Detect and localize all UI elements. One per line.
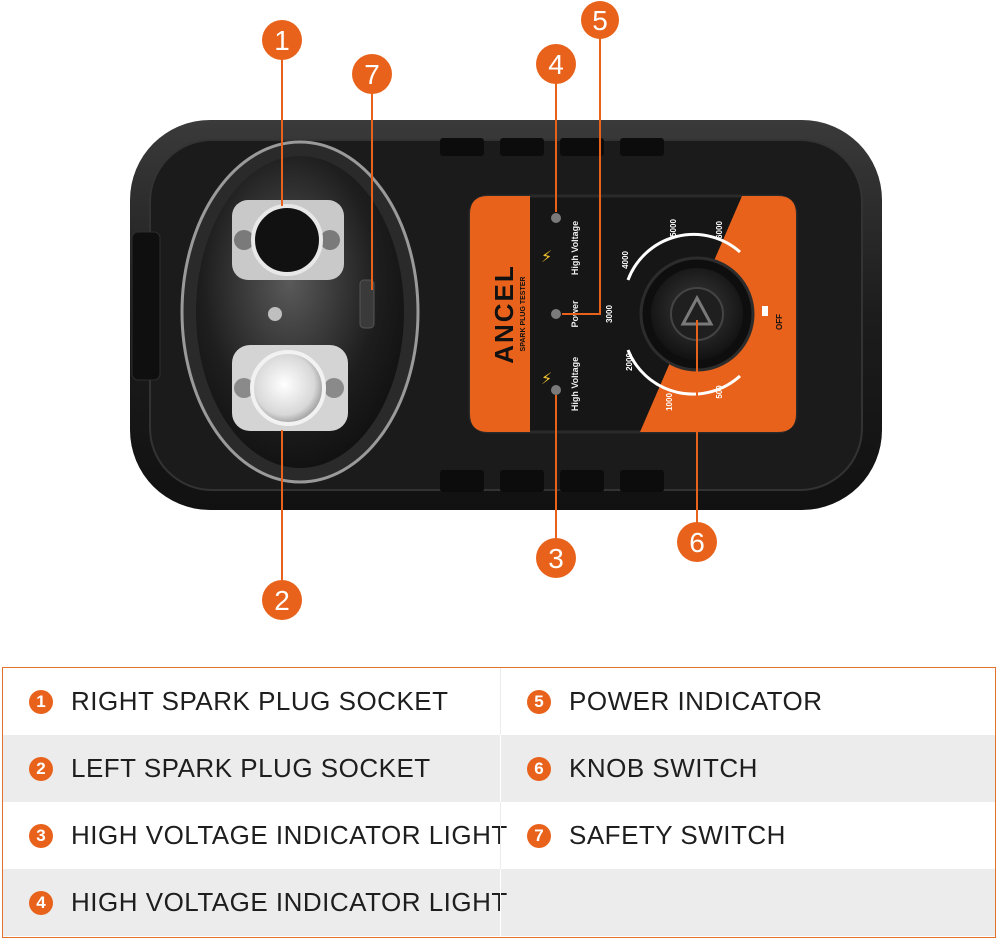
- high-voltage-led-top: [551, 213, 561, 223]
- spark-plug-tester-illustration: ANCEL SPARK PLUG TESTER ⚡ High Voltage P…: [130, 1, 882, 620]
- legend-item-5: 5 POWER INDICATOR: [500, 668, 996, 735]
- callout-number: 2: [274, 585, 290, 616]
- scale-label: 4000: [621, 251, 630, 269]
- safety-switch[interactable]: [359, 279, 375, 329]
- dial-scale-ticks: [626, 232, 742, 396]
- legend-number-badge: 7: [527, 823, 551, 848]
- legend-text: HIGH VOLTAGE INDICATOR LIGHT: [71, 887, 508, 917]
- scale-label: 2000: [625, 353, 634, 371]
- callout-badge-7: [352, 54, 392, 94]
- legend-text: RIGHT SPARK PLUG SOCKET: [71, 686, 449, 716]
- legend-row: 3 HIGH VOLTAGE INDICATOR LIGHT 7 SAFETY …: [3, 802, 995, 869]
- legend-number-badge: 6: [527, 756, 551, 781]
- callout-badge-2: [262, 580, 302, 620]
- callout-number: 3: [548, 543, 564, 574]
- bolt-icon: ⚡: [541, 369, 552, 388]
- side-clip: [131, 231, 161, 381]
- right-spark-plug-socket: [232, 200, 344, 280]
- center-led: [268, 307, 282, 321]
- callout-badge-3: [536, 538, 576, 578]
- legend-text: POWER INDICATOR: [569, 686, 823, 716]
- legend-item-7: 7 SAFETY SWITCH: [500, 802, 996, 869]
- callout-badge-4: [536, 44, 576, 84]
- callout-badge-1: [262, 20, 302, 60]
- bolt-icon: ⚡: [541, 247, 552, 266]
- callout-number: 7: [364, 59, 380, 90]
- legend-item-4: 4 HIGH VOLTAGE INDICATOR LIGHT: [3, 869, 507, 936]
- bottom-vents: [440, 470, 664, 492]
- callout-number: 4: [548, 49, 564, 80]
- off-marker: [762, 306, 768, 316]
- callout-badge-5: [581, 1, 619, 39]
- legend-item-1: 1 RIGHT SPARK PLUG SOCKET: [3, 668, 499, 735]
- legend-number-badge: 2: [29, 756, 53, 781]
- legend-text: KNOB SWITCH: [569, 753, 758, 783]
- legend-empty-cell: [500, 869, 996, 936]
- scale-label: 1000: [665, 393, 674, 411]
- scale-label: 500: [715, 385, 724, 399]
- high-voltage-led-bottom: [551, 385, 561, 395]
- off-label: OFF: [775, 314, 784, 330]
- legend-number-badge: 5: [527, 689, 551, 714]
- legend-row: 4 HIGH VOLTAGE INDICATOR LIGHT: [3, 869, 995, 936]
- top-vents: [440, 138, 664, 156]
- high-voltage-bottom-label: High Voltage: [570, 357, 580, 411]
- scale-label: 3000: [605, 305, 614, 323]
- brand-logo: ANCEL: [489, 264, 519, 364]
- callout-number: 1: [274, 25, 290, 56]
- power-led: [551, 309, 561, 319]
- product-diagram: ANCEL SPARK PLUG TESTER ⚡ High Voltage P…: [130, 1, 882, 620]
- product-line-text: SPARK PLUG TESTER: [520, 277, 527, 352]
- scale-label: 5000: [669, 219, 678, 237]
- legend-text: LEFT SPARK PLUG SOCKET: [71, 753, 431, 783]
- panel-orange-left: [470, 196, 530, 432]
- left-spark-plug-socket: [232, 345, 348, 431]
- knob-switch[interactable]: [639, 256, 755, 372]
- legend-number-badge: 1: [29, 689, 53, 714]
- legend-item-3: 3 HIGH VOLTAGE INDICATOR LIGHT: [3, 802, 507, 869]
- scale-label: 6000: [715, 221, 724, 239]
- legend-text: SAFETY SWITCH: [569, 820, 786, 850]
- legend-number-badge: 4: [29, 890, 53, 915]
- legend-item-6: 6 KNOB SWITCH: [500, 735, 996, 802]
- legend-row: 1 RIGHT SPARK PLUG SOCKET 5 POWER INDICA…: [3, 668, 995, 735]
- legend-number-badge: 3: [29, 823, 53, 848]
- high-voltage-top-label: High Voltage: [570, 221, 580, 275]
- callout-leader-lines: [281, 38, 698, 580]
- legend-item-2: 2 LEFT SPARK PLUG SOCKET: [3, 735, 499, 802]
- callout-number: 6: [689, 527, 705, 558]
- legend-row: 2 LEFT SPARK PLUG SOCKET 6 KNOB SWITCH: [3, 735, 995, 802]
- callout-number: 5: [592, 5, 608, 36]
- legend-text: HIGH VOLTAGE INDICATOR LIGHT: [71, 820, 508, 850]
- legend-table: 1 RIGHT SPARK PLUG SOCKET 5 POWER INDICA…: [2, 667, 996, 938]
- callout-badge-6: [677, 522, 717, 562]
